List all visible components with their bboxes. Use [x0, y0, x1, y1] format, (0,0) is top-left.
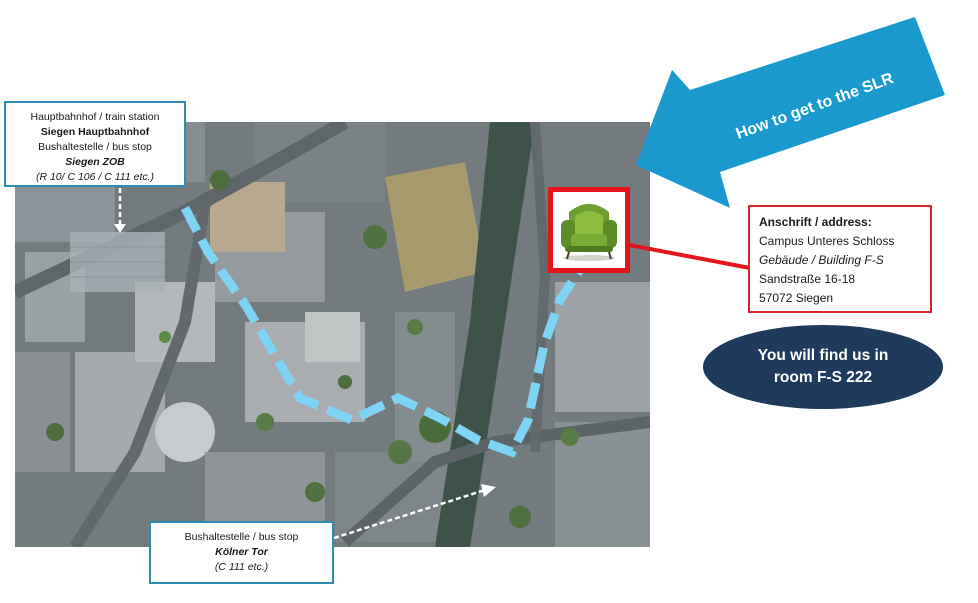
room-callout: You will find us in room F-S 222: [703, 325, 943, 409]
address-street: Sandstraße 16-18: [759, 272, 856, 286]
banner-title: How to get to the SLR: [733, 70, 896, 143]
bus-stop-name: Kölner Tor: [215, 546, 268, 558]
bus-stop-label: Bushaltestelle / bus stop: [184, 531, 299, 543]
bus-stop-name: Siegen ZOB: [65, 156, 125, 168]
koelner-tor-box: Bushaltestelle / bus stop Kölner Tor (C …: [149, 521, 334, 584]
bus-stop-label: Bushaltestelle / bus stop: [38, 141, 152, 153]
station-name: Siegen Hauptbahnhof: [40, 126, 150, 138]
address-city: 57072 Siegen: [759, 291, 834, 305]
station-label: Hauptbahnhof / train station: [30, 111, 160, 123]
room-line-1: You will find us in: [757, 347, 889, 364]
bus-lines: (C 111 etc.): [214, 561, 269, 573]
address-campus: Campus Unteres Schloss: [759, 234, 895, 248]
destination-marker: [548, 187, 630, 273]
address-building: Gebäude / Building F-S: [759, 253, 884, 267]
room-line-2: room F-S 222: [773, 369, 873, 386]
address-box: Anschrift / address: Campus Unteres Schl…: [748, 205, 932, 313]
address-heading: Anschrift / address:: [759, 215, 872, 229]
armchair-icon: [561, 204, 617, 261]
bus-lines: (R 10/ C 106 / C 111 etc.): [35, 171, 155, 183]
station-info-box: Hauptbahnhof / train station Siegen Haup…: [4, 101, 186, 187]
